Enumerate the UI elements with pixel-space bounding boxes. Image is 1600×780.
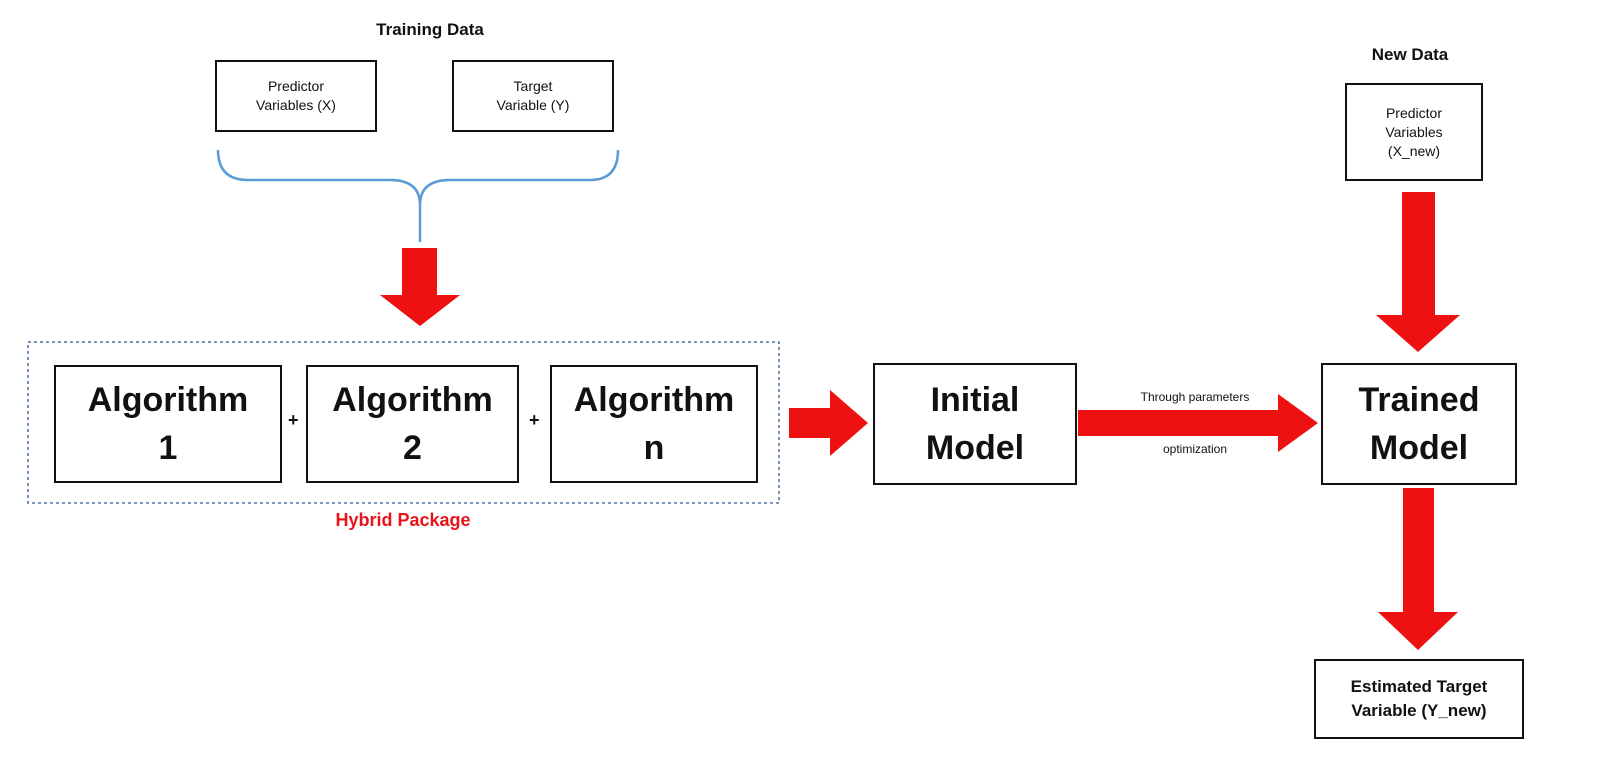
target-variable-box: Target Variable (Y) <box>452 60 614 132</box>
algorithm-1-box: Algorithm 1 <box>54 365 282 483</box>
hybrid-to-initial-arrow <box>789 390 868 456</box>
trained-model-box: Trained Model <box>1321 363 1517 485</box>
predictor-variables-box: Predictor Variables (X) <box>215 60 377 132</box>
new-data-title: New Data <box>1371 45 1449 64</box>
initial-model-box: Initial Model <box>873 363 1077 485</box>
training-data-title: Training Data <box>376 20 484 39</box>
training-data-arrow <box>380 248 460 326</box>
output-arrow <box>1378 488 1458 650</box>
new-data-arrow <box>1376 192 1460 352</box>
plus-sign-1: + <box>288 410 299 430</box>
algorithm-2-box: Algorithm 2 <box>306 365 519 483</box>
new-predictor-variables-box: Predictor Variables (X_new) <box>1345 83 1483 181</box>
algorithm-n-box: Algorithm n <box>550 365 758 483</box>
optimization-arrow <box>1078 394 1318 452</box>
plus-sign-2: + <box>529 410 540 430</box>
optimization-label-top: Through parameters <box>1140 390 1250 404</box>
training-data-brace <box>216 149 620 242</box>
optimization-label-bottom: optimization <box>1162 442 1228 456</box>
estimated-target-variable-box: Estimated Target Variable (Y_new) <box>1314 659 1524 739</box>
hybrid-package-label: Hybrid Package <box>335 510 471 530</box>
